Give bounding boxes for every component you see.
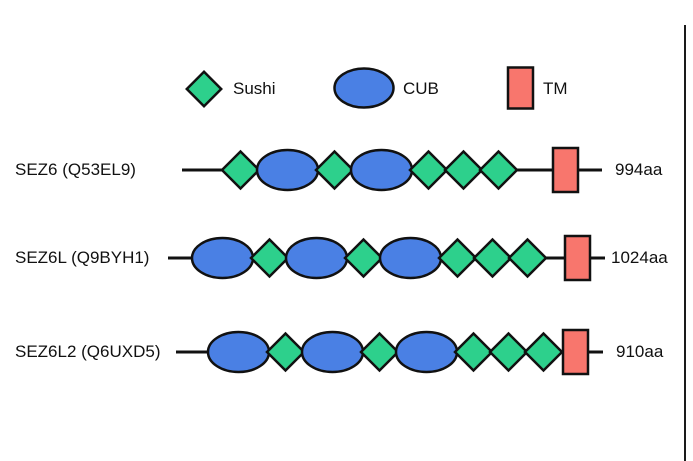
protein-name-sez6l2: SEZ6L2 (Q6UXD5) [15, 342, 161, 361]
sushi-legend-icon [185, 70, 223, 108]
sushi-domain-shape [488, 331, 529, 373]
protein-length-sez6l: 1024aa [611, 248, 668, 267]
sushi-domain-shape [472, 237, 513, 279]
sushi-domain-shape [314, 149, 355, 191]
tm-domain-shape [563, 234, 592, 282]
legend-label-tm: TM [543, 79, 568, 98]
sushi-domain-shape [437, 237, 478, 279]
protein-length-sez6l2: 910aa [616, 342, 664, 361]
sushi-domain-shape [249, 237, 290, 279]
legend-label-sushi: Sushi [233, 79, 276, 98]
cub-legend-icon [333, 67, 395, 109]
protein-row [168, 234, 605, 282]
legend-label-cub: CUB [403, 79, 439, 98]
protein-name-sez6l: SEZ6L (Q9BYH1) [15, 248, 150, 267]
sushi-diamond-shape [185, 70, 223, 108]
protein-length-sez6: 994aa [615, 160, 663, 179]
tm-legend-icon [506, 66, 535, 110]
cub-domain-shape [394, 330, 459, 374]
cub-domain-shape [255, 148, 320, 192]
cub-ellipse-shape [333, 67, 395, 109]
protein-row [176, 328, 603, 376]
cub-domain-shape [378, 236, 443, 280]
tm-domain-shape [551, 146, 580, 194]
cub-domain-shape [190, 236, 255, 280]
protein-row [182, 146, 602, 194]
cub-domain-shape [206, 330, 271, 374]
sushi-domain-shape [523, 331, 564, 373]
cub-domain-shape [349, 148, 414, 192]
sushi-domain-shape [408, 149, 449, 191]
sushi-domain-shape [453, 331, 494, 373]
tm-rect-shape [506, 66, 535, 110]
sushi-domain-shape [478, 149, 519, 191]
tm-domain-shape [561, 328, 590, 376]
sushi-domain-shape [343, 237, 384, 279]
cub-domain-shape [284, 236, 349, 280]
protein-name-sez6: SEZ6 (Q53EL9) [15, 160, 136, 179]
sushi-domain-shape [359, 331, 400, 373]
cub-domain-shape [300, 330, 365, 374]
sushi-domain-shape [220, 149, 261, 191]
sushi-domain-shape [265, 331, 306, 373]
sushi-domain-shape [507, 237, 548, 279]
sushi-domain-shape [443, 149, 484, 191]
right-border-line [684, 25, 686, 461]
